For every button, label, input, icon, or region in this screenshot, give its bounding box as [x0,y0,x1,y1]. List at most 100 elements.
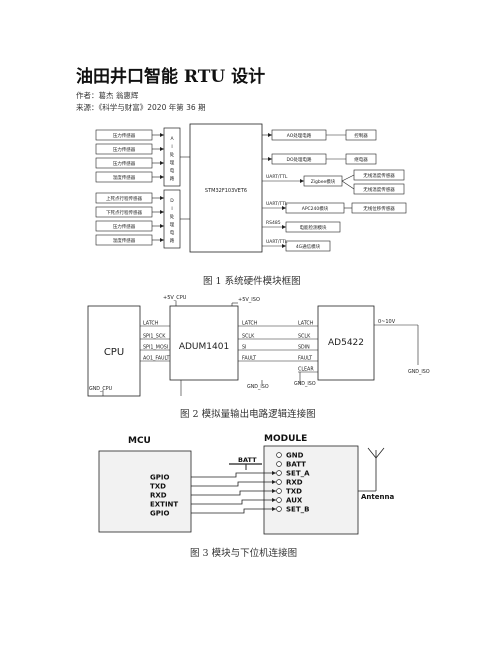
device-label: 控制器 [354,132,368,139]
cpu-pin-label: AO1_FAULT [143,356,170,362]
ad-pin-label: LATCH [298,321,314,327]
arrow-icon [272,498,276,502]
module-label: 4G通信模块 [296,243,321,250]
adum-pin-label: LATCH [242,321,258,327]
link-label: UART/TTL [266,201,288,207]
pin-dot-icon [276,488,282,494]
module-pin-label: GND [286,452,304,460]
pin-dot-icon [276,470,282,476]
arrow-icon [160,133,164,137]
cpu-pin-label: SPI1_MOSI [143,345,168,351]
sensor-label: 上死点行程传感器 [106,195,142,202]
mcu-pin-label: EXTINT [150,501,178,509]
module-pin-label: RXD [286,479,303,487]
cpu-label: CPU [104,347,124,358]
arrow-icon [282,225,286,229]
arrow-icon [272,507,276,511]
page-title: 油田井口智能 RTU 设计 [76,67,266,87]
figure-1-block-diagram: 压力传感器压力传感器压力传感器温度传感器上死点行程传感器下死点行程传感器压力传感… [95,123,407,253]
arrow-icon [160,210,164,214]
ad-pin-label: FAULT [298,356,312,362]
adum-pin-label: SCLK [242,334,255,340]
mcu-pin-label: GPIO [150,474,169,482]
figure-3-caption: 图 3 模块与下位机连接图 [190,548,298,559]
module-title: MODULE [264,434,307,444]
adum-pin-label: SI [242,345,246,351]
signal-wires: LATCHSPI1_SCKSPI1_MOSIAO1_FAULTLATCHSCLK… [140,321,318,396]
arrow-icon [160,147,164,151]
module-label: 电能检测模块 [300,224,327,231]
arrow-icon [160,161,164,165]
pin-dot-icon [276,497,282,503]
link-label: RS485 [266,220,281,226]
arrow-icon [160,196,164,200]
arrow-icon [272,480,276,484]
gnd-iso-label-2: GND_ISO [294,381,316,387]
arrow-icon [160,238,164,242]
device-label: 无线温度传感器 [363,172,395,179]
ad-pin-label: SDIN [298,345,310,351]
adum-pin-label: FAULT [242,356,256,362]
figure-1-caption: 图 1 系统硬件模块框图 [203,276,301,287]
sensor-label: 下死点行程传感器 [106,209,142,216]
mcu-label: STM32F103VET6 [205,188,247,194]
module-pin-label: AUX [286,497,303,505]
module-label: AO处理电路 [287,132,312,139]
arrow-icon [272,471,276,475]
arrow-icon [272,489,276,493]
sensor-label: 温度传感器 [113,237,136,244]
gnd-iso-label: GND_ISO [247,384,269,390]
batt-label: BATT [238,456,257,464]
pin-dot-icon [276,461,282,467]
mcu-title: MCU [128,436,151,446]
ad-pin-label: CLEAR [298,367,314,373]
module-pin-label: BATT [286,461,306,469]
sensor-boxes: 压力传感器压力传感器压力传感器温度传感器上死点行程传感器下死点行程传感器压力传感… [95,129,190,246]
ad-pin-label: SCLK [298,334,311,340]
output-range-label: 0~10V [378,319,396,325]
arrow-icon [282,206,286,210]
module-pin-label: SET_A [286,470,310,478]
sensor-label: 温度传感器 [113,174,136,181]
arrow-icon [160,175,164,179]
vcc-cpu-label: +5V_CPU [163,295,187,301]
antenna-label: Antenna [361,493,394,501]
figure-3-connection: MCU MODULE GPIOTXDRXDEXTINTGPIOGNDBATTSE… [98,434,394,535]
figure-2-caption: 图 2 模拟量输出电路逻辑连接图 [180,409,316,420]
arrow-icon [268,133,272,137]
ad5422-label: AD5422 [328,338,364,348]
link-label: UART/TTL [266,174,288,180]
module-pin-label: SET_B [286,506,309,514]
arrow-icon [282,244,286,248]
arrow-icon [300,179,304,183]
module-label: DO处理电路 [286,156,312,163]
mcu-pin-label: TXD [150,483,166,491]
figure-2-circuit: CPU ADUM1401 AD5422 +5V_CPU +5V_ISO LATC… [87,295,430,397]
module-pin-label: TXD [286,488,302,496]
pin-dot-icon [276,452,282,458]
module-label: APC240模块 [302,205,329,212]
sensor-label: 压力传感器 [113,146,136,153]
vcc-iso-label: +5V_ISO [238,297,260,303]
link-label: UART/TTL [266,239,288,245]
pin-dot-icon [276,506,282,512]
device-label: 继电器 [354,156,368,163]
sensor-label: 压力传感器 [113,223,136,230]
device-label: 无线位移传感器 [363,205,395,212]
cpu-pin-label: LATCH [143,321,159,327]
sensor-label: 压力传感器 [113,160,136,167]
gnd-iso-right: GND_ISO [408,369,430,375]
adum-label: ADUM1401 [179,342,229,352]
pin-dot-icon [276,479,282,485]
arrow-icon [268,157,272,161]
right-modules: AO处理电路 DO处理电路 Zigbee模块 UART/TTL APC240模块 UART… [262,129,407,252]
mcu-pin-label: RXD [150,492,167,500]
source: 来源：《科学与财富》2020 年第 36 期 [76,103,206,112]
module-label: Zigbee模块 [311,178,336,185]
arrow-icon [160,224,164,228]
gnd-cpu-label: GND_CPU [89,386,113,392]
mcu-pin-label: GPIO [150,510,169,518]
